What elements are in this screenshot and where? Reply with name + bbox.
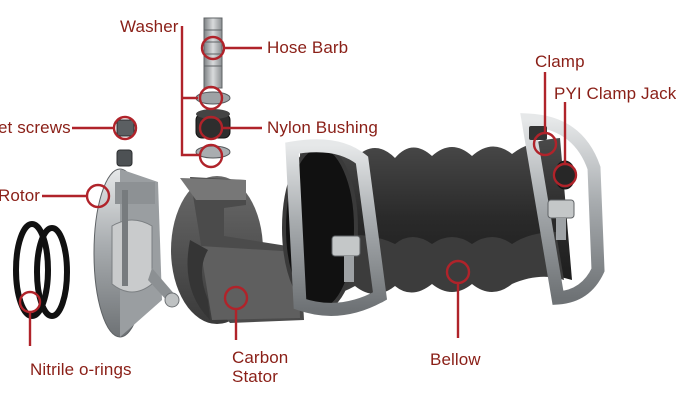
- callout-washer-circle-top: [198, 85, 224, 111]
- hose-barb: [203, 17, 223, 89]
- label-nitrile-orings: Nitrile o-rings: [30, 360, 132, 379]
- callout-washer-circle-bottom: [198, 143, 224, 169]
- label-bellow: Bellow: [430, 350, 481, 369]
- label-hose-barb: Hose Barb: [267, 38, 349, 57]
- clamp-front: [285, 139, 388, 316]
- label-washer: Washer: [120, 17, 179, 36]
- callout-washer-line: [180, 26, 200, 157]
- label-rotor: Rotor: [0, 186, 41, 205]
- callouts: [18, 26, 578, 346]
- set-screw-top: [116, 119, 135, 137]
- label-carbon-stator: Carbon Stator: [232, 348, 288, 386]
- set-screws: [116, 119, 135, 167]
- oring-back: [34, 225, 70, 319]
- label-pyi-clamp-jack: PYI Clamp Jack: [554, 84, 677, 103]
- label-nylon-bushing: Nylon Bushing: [267, 118, 378, 137]
- label-set-screws: et screws: [0, 118, 71, 137]
- set-screw-bottom: [116, 149, 133, 167]
- label-carbon-stator-line1: Carbon: [232, 348, 289, 367]
- label-carbon-stator-line2: Stator: [232, 367, 278, 386]
- oring-front: [13, 221, 51, 319]
- bellow-assembly: [282, 113, 605, 316]
- rotor-set-screw-head: [164, 292, 180, 308]
- label-clamp: Clamp: [535, 52, 585, 71]
- clamp-rear: [520, 113, 605, 305]
- nitrile-orings: [13, 221, 70, 319]
- rotor: [93, 168, 180, 338]
